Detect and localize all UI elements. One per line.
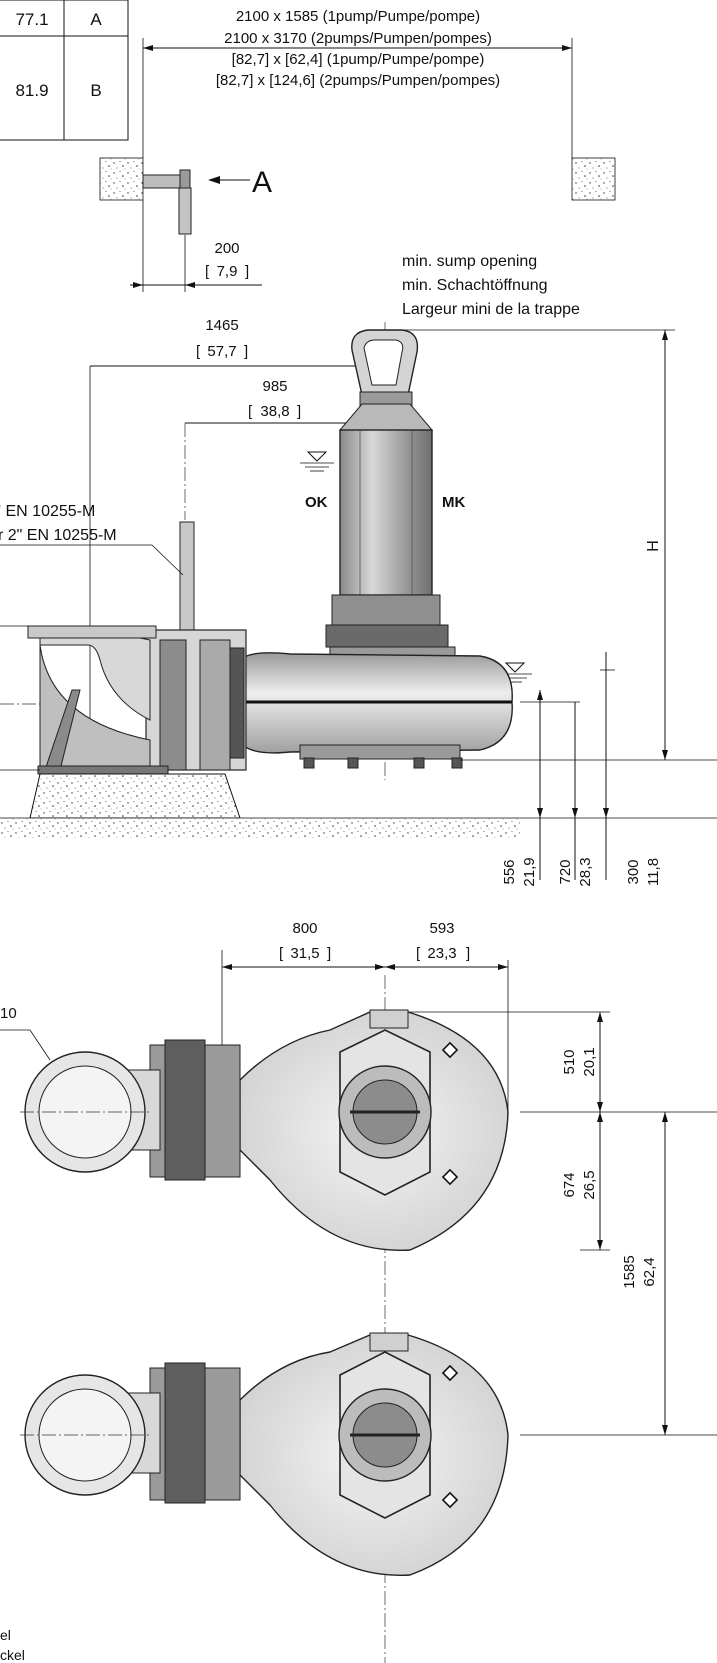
svg-text:31,5: 31,5 <box>290 945 319 962</box>
svg-text:720: 720 <box>557 859 574 884</box>
dim-1465-inch: [ 57,7 ] <box>196 343 248 360</box>
svg-text:min. sump opening: min. sump opening <box>402 253 537 270</box>
table-row2-value: 81.9 <box>15 81 48 100</box>
svg-text:62,4: 62,4 <box>641 1257 658 1286</box>
svg-text:[82,7] x [62,4] (1pump/Pumpe/p: [82,7] x [62,4] (1pump/Pumpe/pompe) <box>232 51 485 68</box>
svg-text:2100 x 3170 (2pumps/Pumpen/pom: 2100 x 3170 (2pumps/Pumpen/pompes) <box>224 30 492 47</box>
dim-556: 556 21,9 <box>501 857 538 886</box>
volute-casing-side <box>239 652 513 769</box>
dim-593: 593 <box>429 920 454 937</box>
svg-text:min. Schachtöffnung: min. Schachtöffnung <box>402 277 548 294</box>
dim-200: 200 <box>214 240 239 257</box>
svg-text:26,5: 26,5 <box>581 1170 598 1199</box>
pipe-label-1: ' EN 10255-M <box>0 503 95 520</box>
svg-text:]: ] <box>245 263 249 280</box>
guide-pipe <box>179 521 195 641</box>
svg-text:510: 510 <box>561 1049 578 1074</box>
svg-text:674: 674 <box>561 1172 578 1197</box>
level-mk: MK <box>442 494 465 511</box>
svg-text:21,9: 21,9 <box>521 857 538 886</box>
svg-text:11,8: 11,8 <box>645 858 662 886</box>
model-table: 77.1 A 81.9 B <box>0 0 129 141</box>
dim-h: H <box>645 540 662 552</box>
svg-text:300: 300 <box>625 859 642 884</box>
dim-800: 800 <box>292 920 317 937</box>
wall-right <box>571 157 616 201</box>
svg-text:2100 x 1585 (1pump/Pumpe/pompe: 2100 x 1585 (1pump/Pumpe/pompe) <box>236 8 480 25</box>
table-row1-code: A <box>90 10 102 29</box>
svg-text:23,3: 23,3 <box>427 945 456 962</box>
sump-opening-label: min. sump opening min. Schachtöffnung La… <box>402 253 580 318</box>
svg-text:]: ] <box>327 945 331 962</box>
dim-720: 720 28,3 <box>557 857 594 886</box>
dim-300: 300 11,8 <box>625 858 662 886</box>
dim-985: 985 <box>262 378 287 395</box>
svg-text:[: [ <box>196 343 201 360</box>
wall-left <box>99 157 144 201</box>
table-row1-value: 77.1 <box>15 10 48 29</box>
svg-text:[: [ <box>248 403 253 420</box>
svg-text:]: ] <box>244 343 248 360</box>
duckfoot-coupling <box>145 629 247 771</box>
plan-pump-1 <box>20 1009 509 1252</box>
pipe-label-2: r 2" EN 10255-M <box>0 527 117 544</box>
dim-1465: 1465 <box>205 317 238 334</box>
svg-text:28,3: 28,3 <box>577 857 594 886</box>
dim-1585: 1585 62,4 <box>621 1255 658 1288</box>
dim-510: 510 20,1 <box>561 1047 598 1076</box>
ground <box>0 818 520 838</box>
svg-text:[: [ <box>279 945 284 962</box>
dim-985-inch: [ 38,8 ] <box>248 403 301 420</box>
svg-text:]: ] <box>297 403 301 420</box>
dim-800-inch: [ 31,5 ] <box>279 945 331 962</box>
footer-line-1: el <box>0 1627 11 1643</box>
svg-text:7,9: 7,9 <box>217 263 238 280</box>
svg-text:[: [ <box>205 263 210 280</box>
svg-text:556: 556 <box>501 859 518 884</box>
bracket-detail <box>142 169 192 235</box>
water-level-ok-icon <box>300 451 334 472</box>
dim-200-inch: [ 7,9 ] <box>205 263 249 280</box>
svg-text:]: ] <box>466 945 470 962</box>
dim-674: 674 26,5 <box>561 1170 598 1199</box>
plan-pump-2 <box>20 1332 509 1577</box>
dim-593-inch: [ 23,3 ] <box>416 945 470 962</box>
sump-dimension-text: 2100 x 1585 (1pump/Pumpe/pompe) 2100 x 3… <box>216 8 500 89</box>
svg-text:38,8: 38,8 <box>260 403 289 420</box>
svg-text:1585: 1585 <box>621 1255 638 1288</box>
svg-text:57,7: 57,7 <box>207 343 236 360</box>
footer-line-2: ckel <box>0 1647 25 1663</box>
concrete-base <box>29 773 241 819</box>
discharge-elbow <box>27 625 169 775</box>
svg-text:[82,7] x [124,6] (2pumps/Pumpe: [82,7] x [124,6] (2pumps/Pumpen/pompes) <box>216 72 500 89</box>
table-row2-code: B <box>90 81 101 100</box>
pump-motor <box>325 329 456 660</box>
section-label-a: A <box>252 166 272 199</box>
svg-text:[: [ <box>416 945 421 962</box>
flange-label: 10 <box>0 1005 17 1022</box>
level-ok: OK <box>305 494 328 511</box>
svg-text:Largeur mini de la trappe: Largeur mini de la trappe <box>402 301 580 318</box>
svg-text:20,1: 20,1 <box>581 1047 598 1076</box>
